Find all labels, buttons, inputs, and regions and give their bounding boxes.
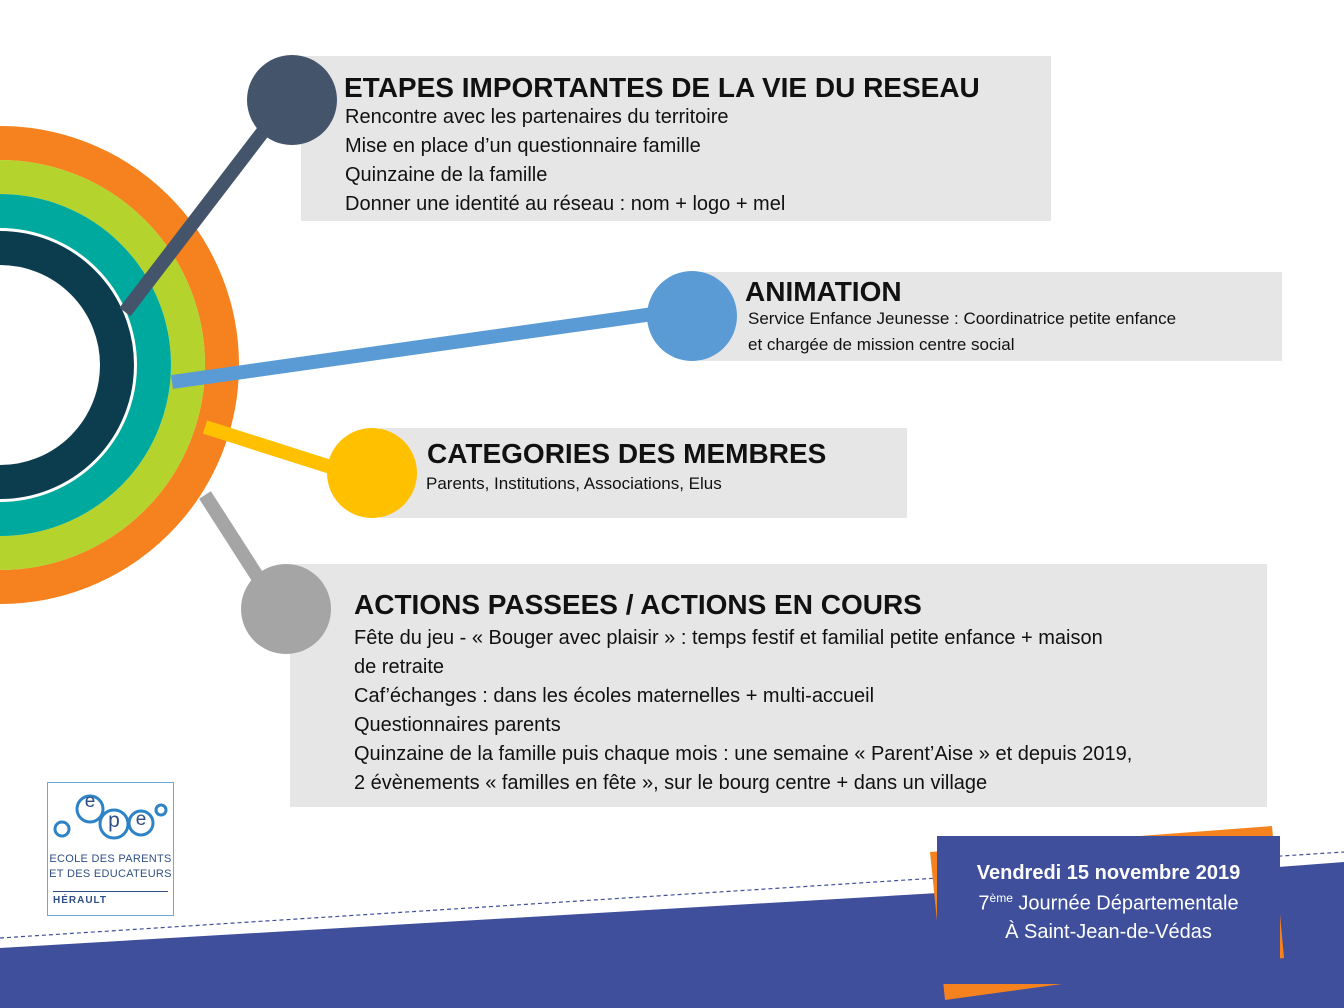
event-place: À Saint-Jean-de-Védas	[1005, 921, 1212, 943]
section-title-milestones: ETAPES IMPORTANTES DE LA VIE DU RESEAU	[344, 72, 980, 103]
actions-line-4: Questionnaires parents	[354, 714, 561, 736]
ring-dark-teal	[0, 231, 134, 499]
actions-line-6: 2 évènements « familles en fête », sur l…	[354, 772, 988, 794]
connector-navy	[119, 107, 284, 317]
actions-line-3: Caf’échanges : dans les écoles maternell…	[354, 685, 875, 707]
event-date: Vendredi 15 novembre 2019	[976, 862, 1241, 884]
event-edition-suffix: ème	[989, 891, 1013, 905]
logo-line-2: ET DES EDUCATEURS	[49, 868, 172, 880]
logo-line-1: ECOLE DES PARENTS	[49, 853, 172, 865]
actions-line-5: Quinzaine de la famille puis chaque mois…	[354, 743, 1133, 765]
section-box-milestones: ETAPES IMPORTANTES DE LA VIE DU RESEAU R…	[301, 56, 1051, 221]
members-line-1: Parents, Institutions, Associations, Elu…	[426, 474, 722, 493]
milestones-line-3: Quinzaine de la famille	[345, 164, 548, 186]
section-title-animation: ANIMATION	[745, 276, 902, 307]
milestones-line-2: Mise en place d’un questionnaire famille	[345, 135, 701, 157]
logo-bubbles-icon	[53, 794, 168, 840]
logo-letter-e2: e	[135, 809, 147, 830]
bullet-circle-blue	[647, 271, 737, 361]
logo-letter-e1: e	[84, 791, 96, 812]
ring-orange	[0, 126, 239, 604]
section-title-actions: ACTIONS PASSEES / ACTIONS EN COURS	[354, 589, 922, 620]
connector-blue	[171, 306, 661, 389]
milestones-line-4: Donner une identité au réseau : nom + lo…	[345, 193, 786, 215]
event-info-box: Vendredi 15 novembre 2019 7ème Journée D…	[937, 836, 1280, 984]
milestones-line-1: Rencontre avec les partenaires du territ…	[345, 106, 729, 128]
logo-letter-p: p	[108, 809, 120, 832]
section-box-actions: ACTIONS PASSEES / ACTIONS EN COURS Fête …	[290, 564, 1267, 807]
connector-gray	[199, 491, 272, 594]
logo-region: HÉRAULT	[53, 891, 168, 906]
epe-logo: e p e ECOLE DES PARENTS ET DES EDUCATEUR…	[47, 782, 174, 916]
event-edition-number: 7	[978, 892, 990, 915]
ring-teal	[0, 194, 171, 536]
connector-gold	[202, 420, 343, 477]
section-title-members: CATEGORIES DES MEMBRES	[427, 438, 827, 469]
section-box-animation: ANIMATION Service Enfance Jeunesse : Coo…	[700, 272, 1282, 361]
actions-line-2: de retraite	[354, 656, 445, 678]
animation-line-1: Service Enfance Jeunesse : Coordinatrice…	[748, 309, 1177, 328]
ring-lime	[0, 160, 205, 570]
event-edition-text: Journée Départementale	[1012, 892, 1239, 915]
bullet-circle-navy	[247, 55, 337, 145]
actions-line-1: Fête du jeu - « Bouger avec plaisir » : …	[354, 627, 1103, 649]
section-box-members: CATEGORIES DES MEMBRES Parents, Institut…	[380, 428, 907, 518]
bullet-circle-gold	[327, 428, 417, 518]
bullet-circle-gray	[241, 564, 331, 654]
event-edition: 7ème Journée Départementale	[937, 891, 1280, 916]
animation-line-2: et chargée de mission centre social	[748, 335, 1015, 354]
